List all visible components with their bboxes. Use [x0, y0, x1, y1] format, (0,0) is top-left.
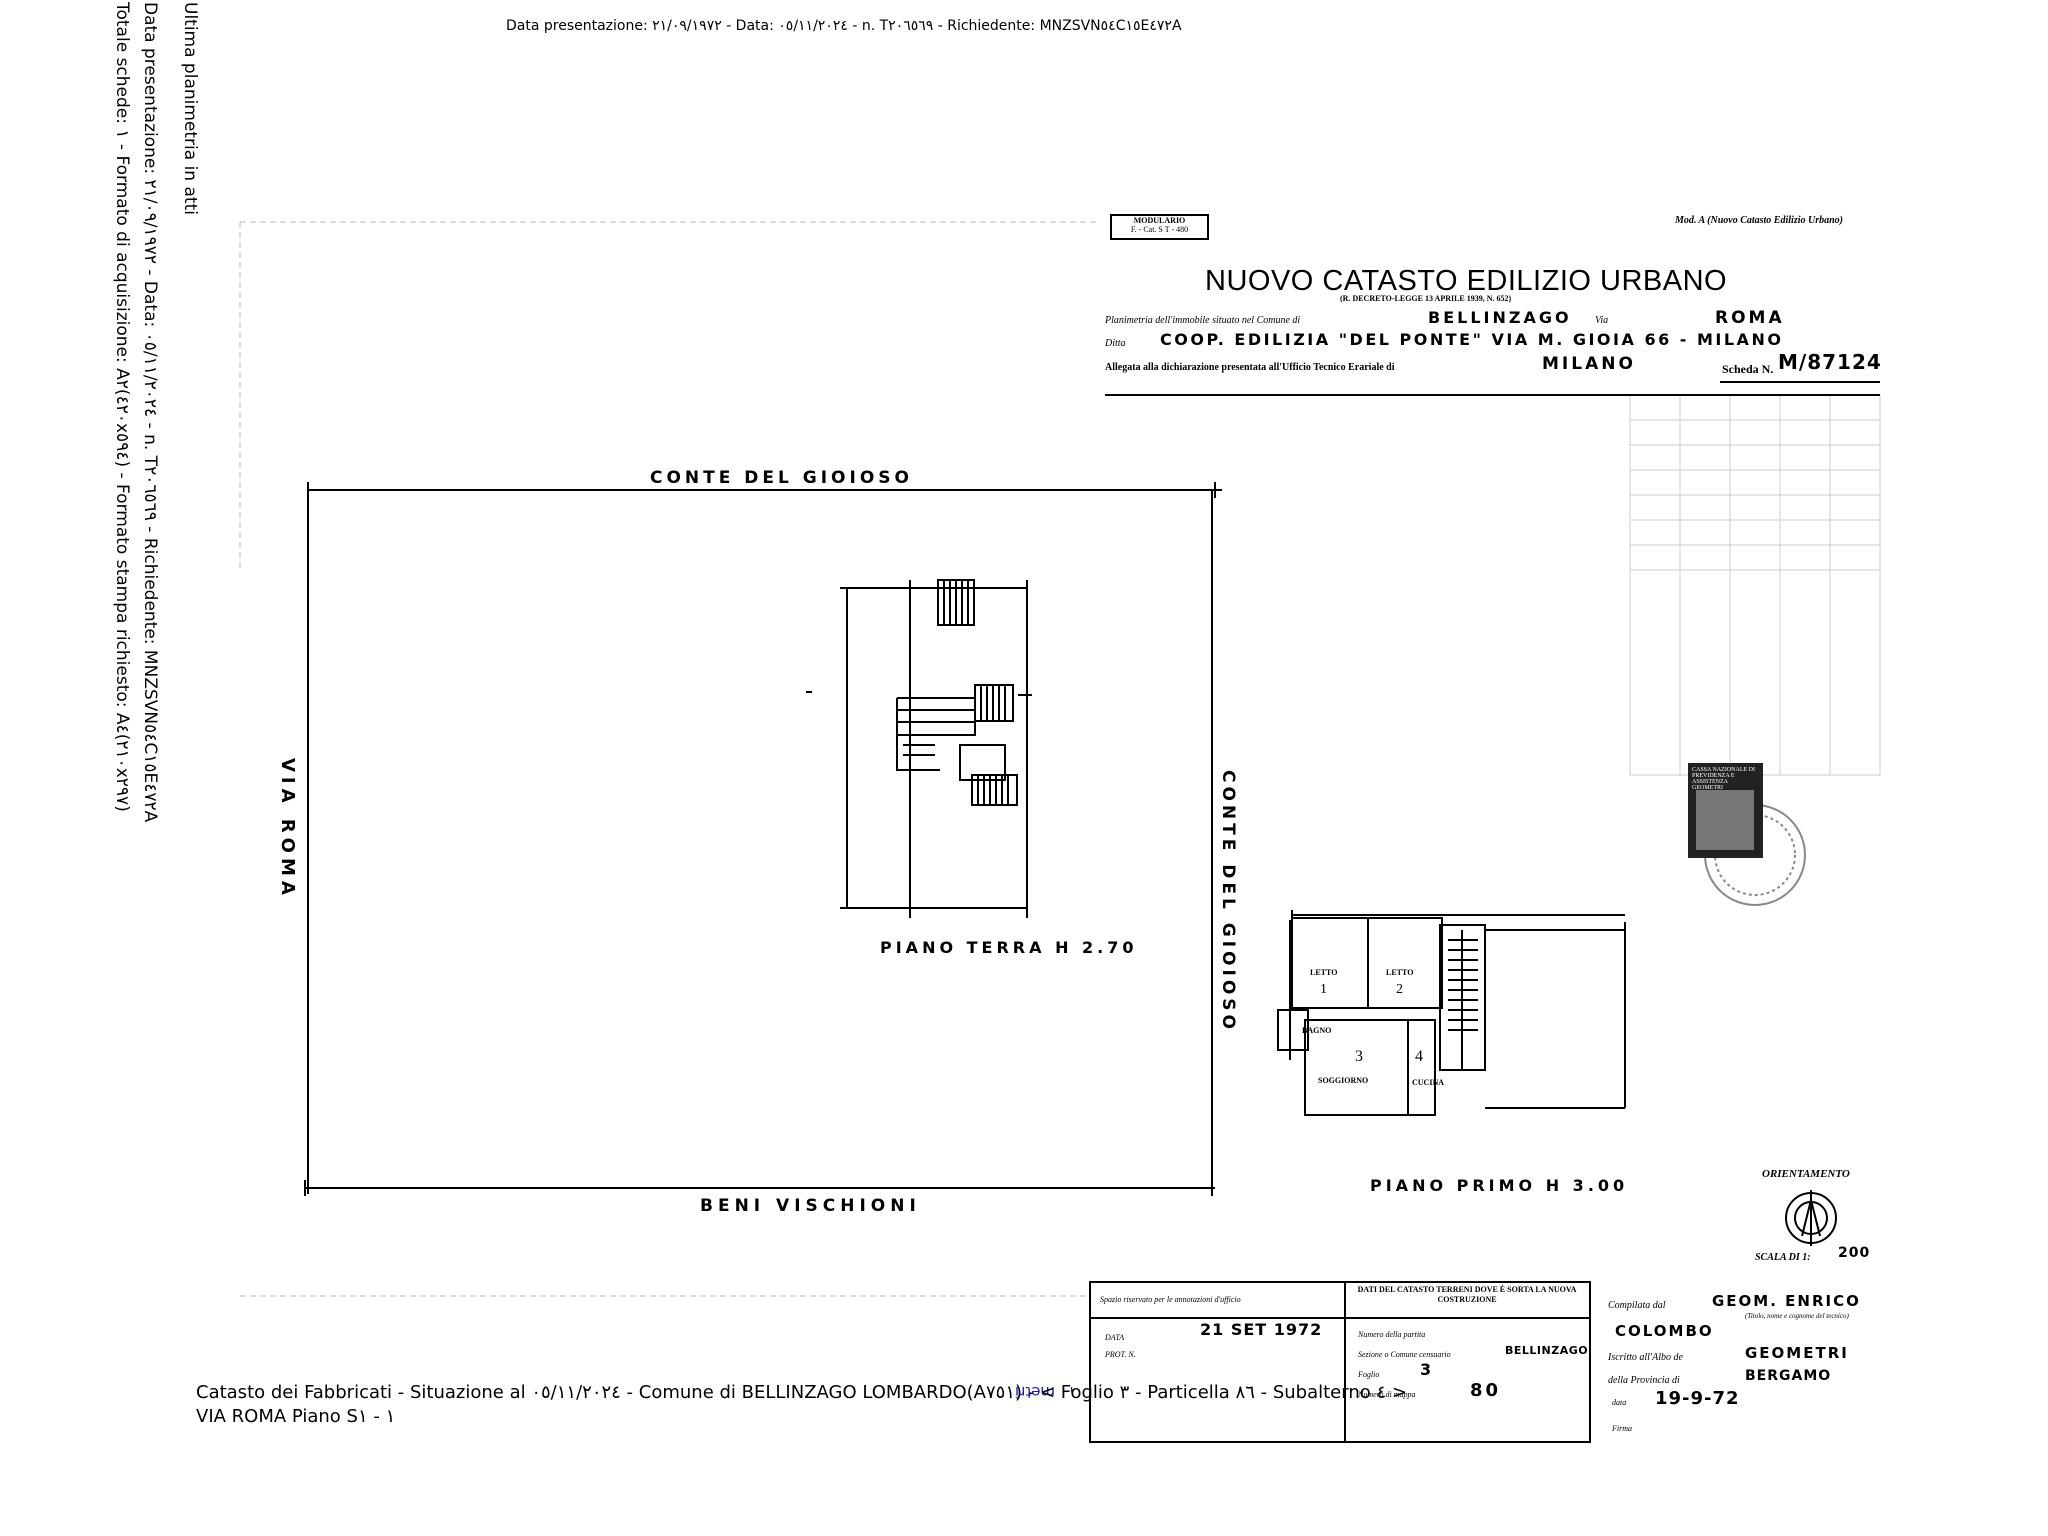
room-bagno: BAGNO — [1302, 1026, 1332, 1035]
comune-value: BELLINZAGO — [1428, 308, 1572, 327]
room-cucina: CUCINA — [1412, 1078, 1444, 1087]
first-floor-label: PIANO PRIMO H 3.00 — [1370, 1176, 1629, 1195]
sezione-label: Sezione o Comune censuario — [1358, 1350, 1451, 1359]
room-soggiorno-number: 3 — [1355, 1048, 1363, 1065]
provincia-value: BERGAMO — [1745, 1368, 1832, 1384]
planimetria-label: Planimetria dell'immobile situato nel Co… — [1105, 315, 1301, 326]
foglio-label: Foglio — [1358, 1370, 1380, 1379]
scala-label: SCALA DI 1: — [1755, 1252, 1811, 1263]
room-letto1: LETTO — [1310, 968, 1338, 977]
footer-line1: Catasto dei Fabbricati - Situazione al ٠… — [196, 1382, 1407, 1403]
room-soggiorno: SOGGIORNO — [1318, 1076, 1369, 1085]
ground-floor-label: PIANO TERRA H 2.70 — [880, 938, 1138, 957]
decree-label: (R. DECRETO-LEGGE 13 APRILE 1939, N. 652… — [1340, 294, 1512, 303]
ditta-value: COOP. EDILIZIA "DEL PONTE" VIA M. GIOIA … — [1160, 330, 1784, 349]
modulario-label: MODULARIO — [1133, 216, 1186, 225]
data-firma-value: 19-9-72 — [1655, 1388, 1740, 1409]
allegata-label: Allegata alla dichiarazione presentata a… — [1105, 362, 1395, 373]
ufficio-value: MILANO — [1542, 354, 1636, 374]
room-letto2: LETTO — [1386, 968, 1414, 977]
albo-value: GEOMETRI — [1745, 1344, 1849, 1362]
form-title: NUOVO CATASTO EDILIZIO URBANO — [1205, 265, 1728, 297]
iscritto-label: Iscritto all'Albo de — [1608, 1352, 1683, 1363]
room-letto2-number: 2 — [1396, 982, 1403, 997]
modulario-code: F. - Cat. S T - 480 — [1130, 225, 1189, 234]
mod-a-label: Mod. A (Nuovo Catasto Edilizio Urbano) — [1675, 215, 1843, 226]
header-line: Data presentazione: ٢١/٠٩/١٩٧٢ - Data: ٠… — [506, 18, 1182, 34]
data-label: DATA — [1105, 1333, 1125, 1342]
prot-label: PROT. N. — [1105, 1350, 1136, 1359]
cognome-value: COLOMBO — [1615, 1322, 1714, 1340]
compilata-label: Compilata dal — [1608, 1300, 1666, 1311]
west-boundary-label: VIA ROMA — [277, 758, 298, 900]
foglio-value: 3 — [1420, 1360, 1435, 1379]
mappa-value: 80 — [1470, 1380, 1502, 1401]
spazio-label: Spazio riservato per le annotazioni d'uf… — [1100, 1295, 1241, 1304]
scheda-label: Scheda N. — [1722, 362, 1774, 376]
provincia-label: della Provincia di — [1608, 1375, 1680, 1386]
compilata-sub: (Titolo, nome e cognome del tecnico) — [1745, 1312, 1849, 1320]
data-stamp-value: 21 SET 1972 — [1200, 1320, 1323, 1339]
compass-icon — [1785, 1190, 1837, 1246]
orientamento-label: ORIENTAMENTO — [1762, 1168, 1850, 1180]
south-boundary-label: BENI VISCHIONI — [700, 1196, 921, 1216]
room-letto1-number: 1 — [1320, 982, 1327, 997]
ditta-label: Ditta — [1105, 338, 1126, 349]
firma-label: Firma — [1612, 1424, 1632, 1433]
north-boundary-label: CONTE DEL GIOIOSO — [650, 468, 913, 488]
compilata-value: GEOM. ENRICO — [1712, 1292, 1861, 1310]
via-label: Via — [1595, 315, 1609, 326]
scheda-value: M/87124 — [1778, 350, 1882, 374]
catasto-terreni-title: DATI DEL CATASTO TERRENI DOVE È SORTA LA… — [1357, 1285, 1577, 1304]
partita-label: Numero della partita — [1358, 1330, 1426, 1339]
stamp-text: CASSA NAZIONALE DI PREVIDENZA E ASSISTEN… — [1692, 767, 1755, 791]
sezione-value: BELLINZAGO — [1505, 1344, 1589, 1357]
room-cucina-number: 4 — [1415, 1048, 1423, 1065]
footer-line2: VIA ROMA Piano S١ - ١ — [196, 1406, 396, 1427]
via-value: ROMA — [1715, 308, 1785, 328]
scala-value: 200 — [1838, 1245, 1871, 1261]
modulario-box: MODULARIO F. - Cat. S T - 480 — [1110, 214, 1209, 240]
mappa-label: Numero di mappa — [1358, 1390, 1416, 1399]
east-boundary-label: CONTE DEL GIOIOSO — [1218, 770, 1238, 1033]
data-firma-label: data — [1612, 1398, 1627, 1407]
